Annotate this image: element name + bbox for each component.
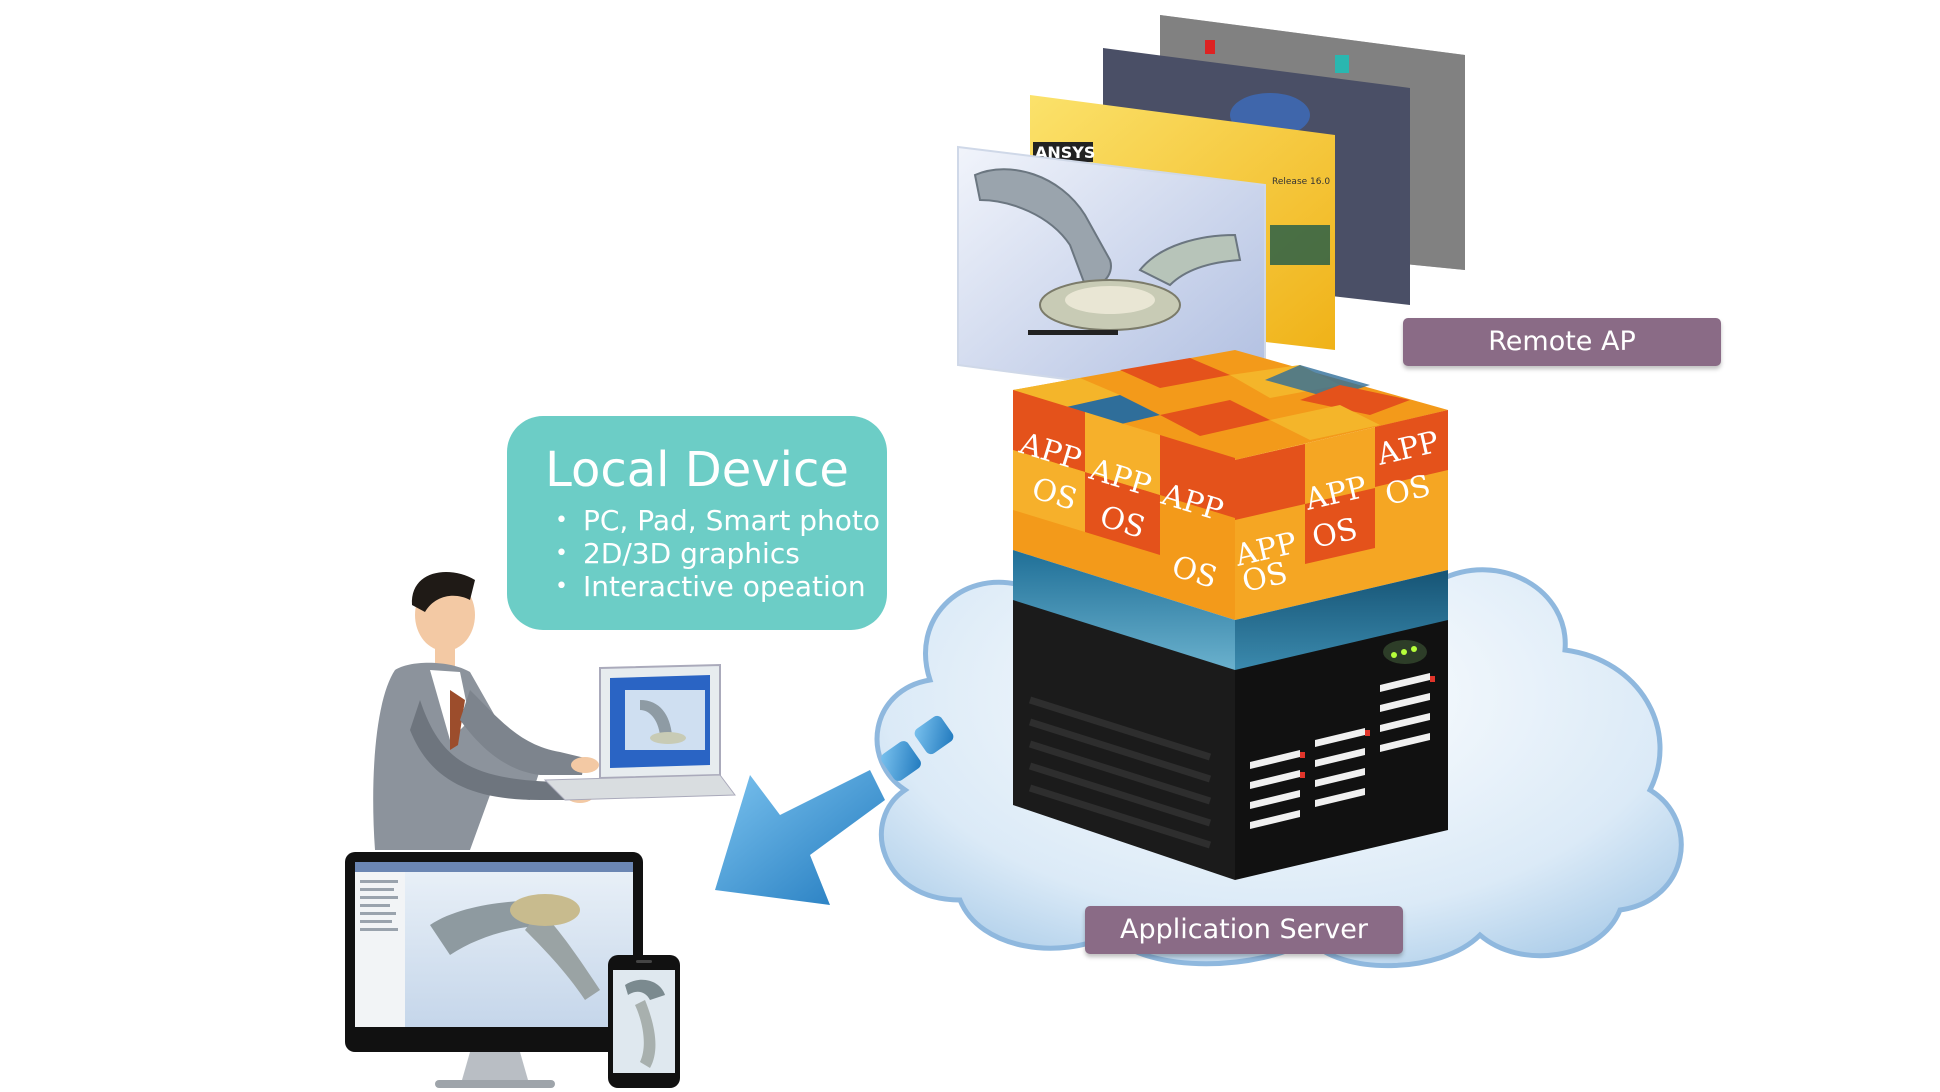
feature-text: Interactive opeation (583, 570, 866, 603)
remote-app-screens: ANSYS Release 16.0 (957, 15, 1465, 407)
ansys-logo-text: ANSYS (1035, 143, 1095, 162)
laptop-device (543, 663, 736, 801)
list-item: • Interactive opeation (555, 570, 866, 603)
remote-ap-label: Remote AP (1403, 318, 1721, 366)
local-device-feature-list: • PC, Pad, Smart photo • 2D/3D graphics • I… (537, 504, 880, 603)
local-device-callout: Local Device • PC, Pad, Smart photo • 2D/3… (507, 416, 887, 630)
list-item: • 2D/3D graphics (555, 537, 857, 570)
application-server-block (1013, 350, 1448, 880)
bullet-icon: • (555, 541, 568, 566)
list-item: • PC, Pad, Smart photo (555, 504, 880, 537)
local-device-title: Local Device (545, 442, 849, 498)
desktop-monitor (345, 852, 643, 1088)
release-text: Release 16.0 (1272, 177, 1330, 187)
feature-text: 2D/3D graphics (583, 537, 800, 570)
feature-text: PC, Pad, Smart photo (583, 504, 880, 537)
transfer-arrow (715, 715, 954, 905)
smartphone-device (608, 955, 680, 1088)
application-server-label: Application Server (1085, 906, 1403, 954)
bullet-icon: • (555, 574, 568, 599)
bullet-icon: • (555, 508, 568, 533)
